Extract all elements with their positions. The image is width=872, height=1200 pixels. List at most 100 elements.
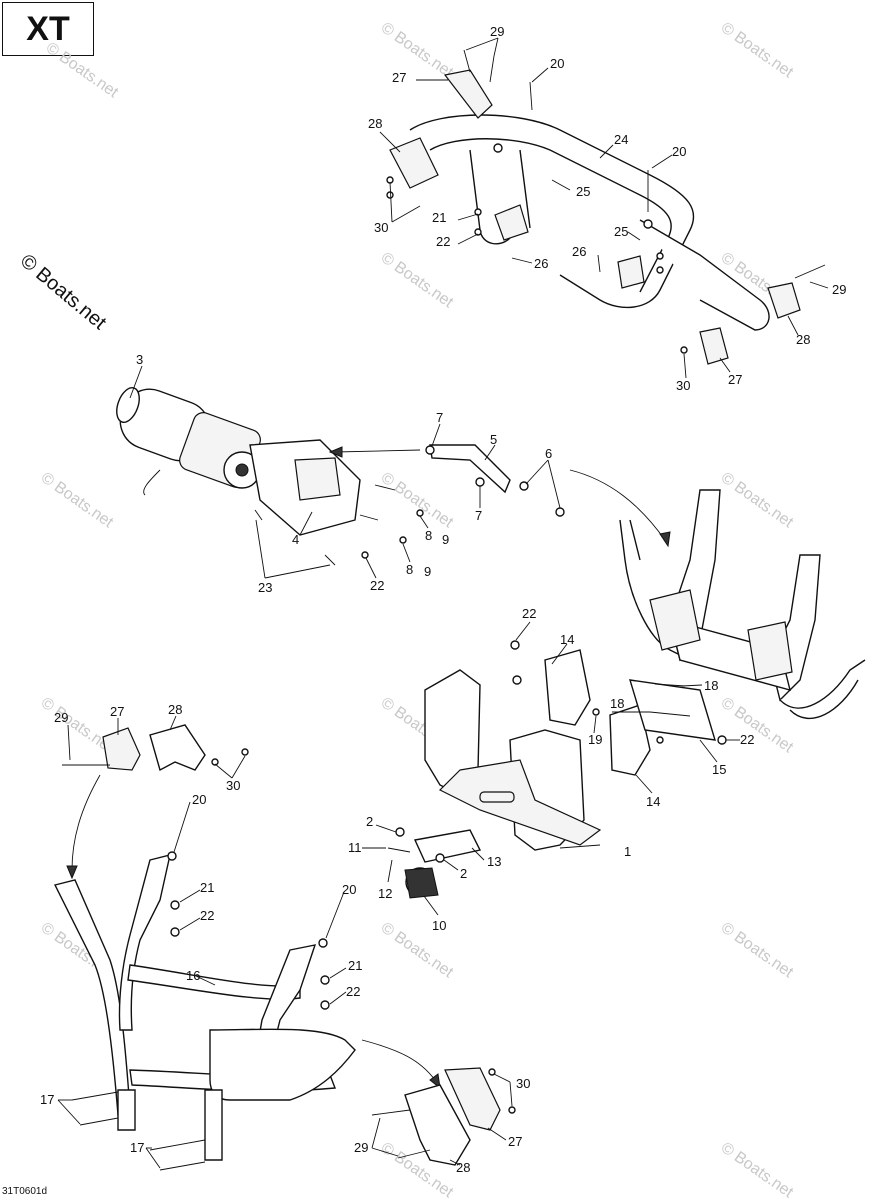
callout: 20 [672,144,686,159]
upper-bumper-arm-right [639,219,770,331]
callout: 22 [370,578,384,593]
callout: 22 [346,984,360,999]
hook-10-strap [404,867,439,899]
lower-right-bracket-group [361,1039,516,1166]
frame-arrow-line [569,469,666,541]
callout: 27 [728,372,742,387]
bolt-17 [149,1139,206,1151]
pin-11 [387,847,411,853]
pin-19 [592,708,600,716]
frame-arrow-head [659,531,671,548]
frame-gusset [747,621,793,681]
bolt-17 [71,1091,119,1101]
washer-21 [170,900,180,910]
callout: 20 [192,792,206,807]
watermark: © Boats.net [378,469,457,531]
frame-lower-tube [779,659,866,720]
winch-bolt [374,484,396,491]
upper-bumper-assembly [386,49,826,365]
callout: 15 [712,762,726,777]
nut-22-lower [320,1000,330,1010]
callout: 4 [292,532,299,547]
upper-bolt [680,346,688,354]
bracket-28-left [149,724,206,772]
upper-bolt [656,252,664,260]
winch-cable [143,469,161,496]
callout: 22 [200,908,214,923]
callout-labels: 1 2 2 3 4 5 6 7 7 8 8 9 9 10 11 12 13 14… [40,24,846,1175]
callout: 30 [374,220,388,235]
lower-right-arrow-line [361,1039,436,1081]
winch-nut [361,551,369,559]
bracket-28-lower [404,1084,471,1166]
upper-bolt-shaft [489,55,495,83]
callout: 18 [610,696,624,711]
callout: 8 [425,528,432,543]
lower-bumper-leg-left [117,1089,136,1131]
bracket-27-lower [444,1067,501,1131]
upper-bumper-tube [409,114,695,309]
upper-bolt [474,208,482,216]
upper-bracket-lower-left [389,137,439,189]
winch-arrow-line [334,449,421,453]
callout: 18 [704,678,718,693]
winch-nut [399,536,407,544]
callout: 27 [110,704,124,719]
drawing-code: 31T0601d [2,1186,48,1197]
washer-21 [320,975,330,985]
callout: 28 [168,702,182,717]
callout: 2 [460,866,467,881]
callout: 3 [136,352,143,367]
lower-bolt-20 [318,938,328,948]
bolt-17 [79,1117,119,1126]
callout: 20 [342,882,356,897]
bolt-18 [654,683,686,687]
callout: 11 [348,840,362,855]
main-frame [569,469,866,720]
upper-bolt [493,143,503,153]
bolt-2 [435,853,445,863]
bolt-18 [649,711,691,717]
lower-right-arrow-head [429,1073,441,1090]
lower-bumper-post-mid [118,854,171,1031]
lower-bumper-assembly [53,774,356,1171]
callout: 28 [368,116,382,131]
nut-22 [656,736,664,744]
fairlead-roller [479,791,515,803]
callout: 25 [576,184,590,199]
callout: 12 [378,886,392,901]
callout: 24 [614,132,628,147]
lower-bumper-leg-right [204,1089,223,1161]
bracket-27-left [102,727,141,771]
bolt-29-lower [371,1109,411,1116]
left-bracket-group [62,724,249,772]
winch-bolt [254,509,263,521]
bracket-14-upper [544,649,591,726]
callout: 16 [186,968,200,983]
callout: 30 [676,378,690,393]
watermark: © Boats.net [718,919,797,981]
callout: 22 [740,732,754,747]
callout: 23 [258,580,272,595]
callout: 17 [130,1140,144,1155]
callout: 25 [614,224,628,239]
callout: 2 [366,814,373,829]
watermark: © Boats.net [378,249,457,311]
winch-nut [555,507,565,517]
callout: 28 [456,1160,470,1175]
model-label: XT [2,2,94,56]
callout: 21 [200,880,214,895]
winch-bolt [359,514,379,521]
bracket-15 [629,679,716,741]
upper-bolt [656,266,664,274]
callout: 30 [516,1076,530,1091]
callout: 29 [490,24,504,39]
winch-plate-slot [294,457,341,501]
watermark: © Boats.net [718,1139,797,1200]
callout: 8 [406,562,413,577]
callout: 14 [560,632,574,647]
upper-bolt-shaft [794,264,826,279]
lower-bolt-20 [167,851,177,861]
